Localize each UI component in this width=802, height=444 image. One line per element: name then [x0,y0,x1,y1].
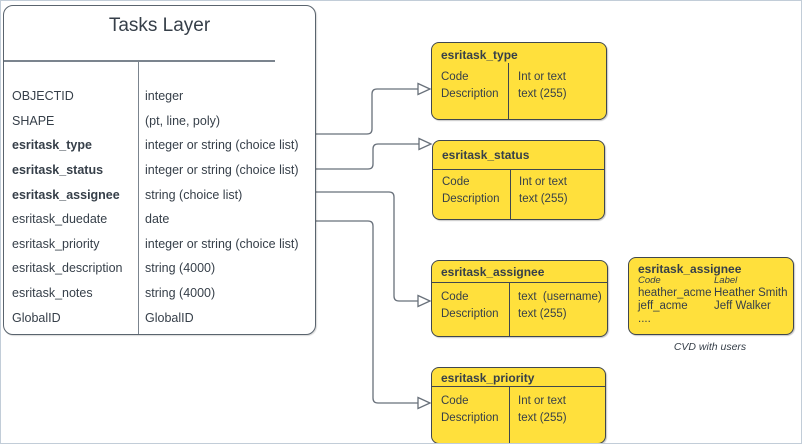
field-type: string (4000) [145,261,216,276]
cvd-title: esritask_assignee [638,262,742,276]
domain-column-divider [509,282,510,336]
field-type: date [145,212,170,227]
cvd-code: jeff_acme [638,300,688,312]
column-divider [138,60,139,334]
field-row: esritask_assignee string (choice list) [4,182,313,207]
domain-box-esritask-assignee: esritask_assignee Code text (username) D… [431,260,608,337]
domain-title: esritask_assignee [441,265,545,279]
cvd-code: .... [638,313,651,325]
cvd-code: heather_acme [638,287,712,299]
field-type: integer [145,89,184,104]
domain-title: esritask_priority [441,371,535,385]
connector-esritask-priority [316,220,418,404]
field-list: OBJECTID integer SHAPE (pt, line, poly) … [4,84,313,330]
cvd-code-header: Code [638,275,661,286]
connector-esritask-type [316,88,418,135]
domain-code-type: Int or text [518,395,566,407]
field-name: GlobalID [12,310,61,325]
cvd-label: Jeff Walker [714,300,771,312]
field-type: integer or string (choice list) [145,138,299,153]
domain-body: Code Int or text Description text (255) [441,393,602,427]
field-type: GlobalID [145,310,194,325]
domain-desc-label: Description [441,412,499,424]
domain-code-type: Int or text [518,71,566,83]
open-arrowhead-icon [418,137,433,151]
open-arrowhead-icon [417,82,432,96]
domain-title: esritask_status [442,148,530,162]
domain-body: Code Int or text Description text (255) [441,69,603,103]
field-name: esritask_assignee [12,187,120,202]
domain-column-divider [509,386,510,443]
domain-code-label: Code [441,71,469,83]
title-divider [4,60,275,62]
field-name: esritask_description [12,261,123,276]
domain-box-esritask-priority: esritask_priority Code Int or text Descr… [431,367,606,443]
field-name: esritask_duedate [12,212,108,227]
domain-code-label: Code [441,395,469,407]
domain-desc-type: text (255) [518,412,567,424]
field-type: integer or string (choice list) [145,236,299,251]
domain-desc-label: Description [441,88,499,100]
domain-code-label: Code [442,176,470,188]
domain-desc-type: text (255) [518,88,567,100]
tasks-layer-title: Tasks Layer [108,15,211,36]
field-row: esritask_priority integer or string (cho… [4,232,313,257]
field-name: OBJECTID [12,89,74,104]
field-row: OBJECTID integer [4,84,313,109]
connector-esritask-assignee [316,191,418,302]
domain-code-label: Code [441,291,469,303]
tasks-layer-table: Tasks Layer OBJECTID integer SHAPE (pt, … [3,5,316,335]
field-name: SHAPE [12,113,55,128]
domain-box-esritask-type: esritask_type Code Int or text Descripti… [431,42,607,120]
domain-desc-label: Description [442,193,500,205]
connector-esritask-status [316,143,419,170]
domain-header-divider [431,282,608,283]
field-row: GlobalID GlobalID [4,305,313,330]
field-name: esritask_status [12,163,104,178]
domain-desc-type: text (255) [519,193,568,205]
domain-code-type: text (username) [518,291,602,303]
cvd-box-esritask-assignee: esritask_assignee Code Label heather_acm… [628,257,794,335]
field-name: esritask_priority [12,236,100,251]
domain-box-esritask-status: esritask_status Code Int or text Descrip… [432,140,605,220]
domain-body: Code text (username) Description text (2… [441,289,604,323]
open-arrowhead-icon [417,396,432,410]
field-type: (pt, line, poly) [145,113,221,128]
domain-header-divider [431,386,606,387]
domain-desc-label: Description [441,308,499,320]
cvd-caption: CVD with users [673,341,747,353]
field-row: SHAPE (pt, line, poly) [4,109,313,134]
cvd-body: Code Label heather_acme Heather Smith je… [638,275,790,326]
field-row: esritask_type integer or string (choice … [4,133,313,158]
domain-title: esritask_type [441,48,518,62]
field-type: string (4000) [145,286,216,301]
cvd-label-header: Label [714,275,738,286]
domain-column-divider [510,169,511,219]
cvd-label: Heather Smith [714,287,788,299]
domain-column-divider [508,63,509,119]
domain-header-divider [432,169,605,170]
open-arrowhead-icon [417,294,432,308]
domain-code-type: Int or text [519,176,567,188]
field-row: esritask_duedate date [4,207,313,232]
field-type: string (choice list) [145,187,243,202]
field-name: esritask_type [12,138,92,153]
field-type: integer or string (choice list) [145,163,299,178]
field-row: esritask_notes string (4000) [4,281,313,306]
domain-desc-type: text (255) [518,308,567,320]
field-row: esritask_status integer or string (choic… [4,158,313,183]
field-row: esritask_description string (4000) [4,256,313,281]
domain-body: Code Int or text Description text (255) [442,174,601,208]
field-name: esritask_notes [12,286,93,301]
cvd-label [714,313,790,326]
